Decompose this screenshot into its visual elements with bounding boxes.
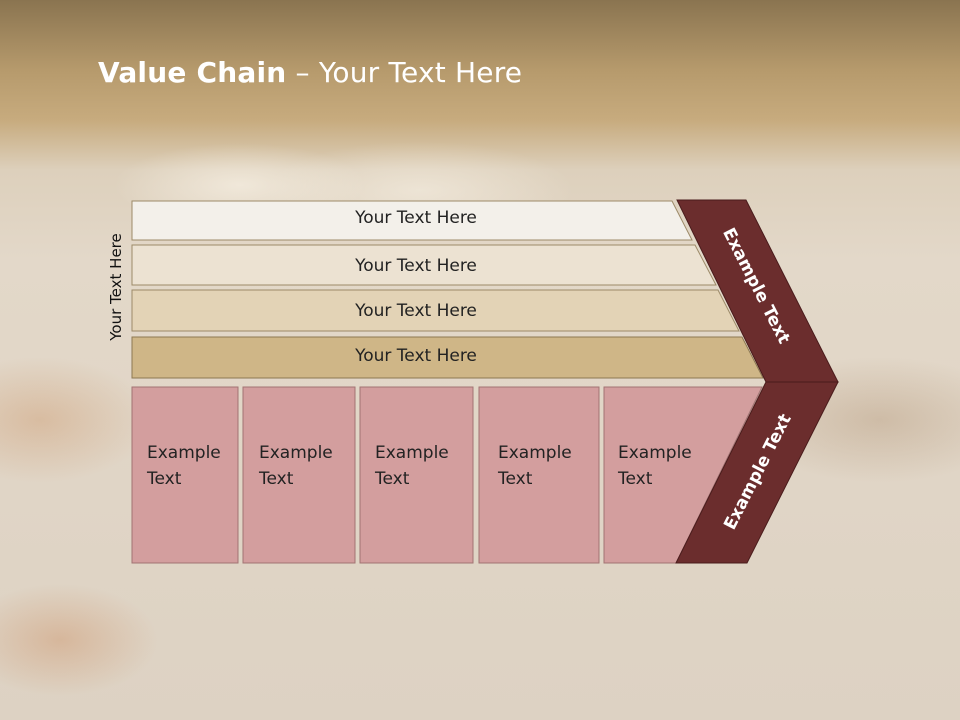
box-1-line2: Text [147, 469, 182, 489]
band-4-label: Your Text Here [355, 346, 477, 366]
box-5-line2: Text [618, 469, 653, 489]
chevron-bottom-shape [675, 381, 839, 564]
band-2-shape [131, 244, 717, 286]
box-3-line2: Text [375, 469, 410, 489]
box-5-line1: Example [618, 443, 692, 463]
reflection-box-2-line1: Example [259, 566, 333, 570]
box-3-shape [359, 386, 474, 564]
box-2-line2: Text [259, 469, 294, 489]
title-rest: – Your Text Here [286, 56, 523, 89]
reflection-box-1-line1: Example [147, 566, 221, 570]
reflection-box-4-line1: Example [498, 566, 572, 570]
box-4-line1: Example [498, 443, 572, 463]
box-2-line1: Example [259, 443, 333, 463]
band-4-shape [131, 336, 764, 379]
reflection-box-5-line1: Example [618, 566, 692, 570]
box-1-shape [131, 386, 239, 564]
slide-title: Value Chain – Your Text Here [98, 56, 522, 89]
box-2-shape [242, 386, 356, 564]
band-3-label: Your Text Here [355, 301, 477, 321]
title-bold: Value Chain [98, 56, 287, 89]
box-1-line1: Example [147, 443, 221, 463]
reflection-box-3-line1: Example [375, 566, 449, 570]
band-2-label: Your Text Here [355, 256, 477, 276]
box-3-line1: Example [375, 443, 449, 463]
band-1-shape [131, 200, 693, 241]
box-4-shape [478, 386, 600, 564]
band-1-label: Your Text Here [355, 208, 477, 228]
band-3-shape [131, 289, 740, 332]
box-4-line2: Text [498, 469, 533, 489]
